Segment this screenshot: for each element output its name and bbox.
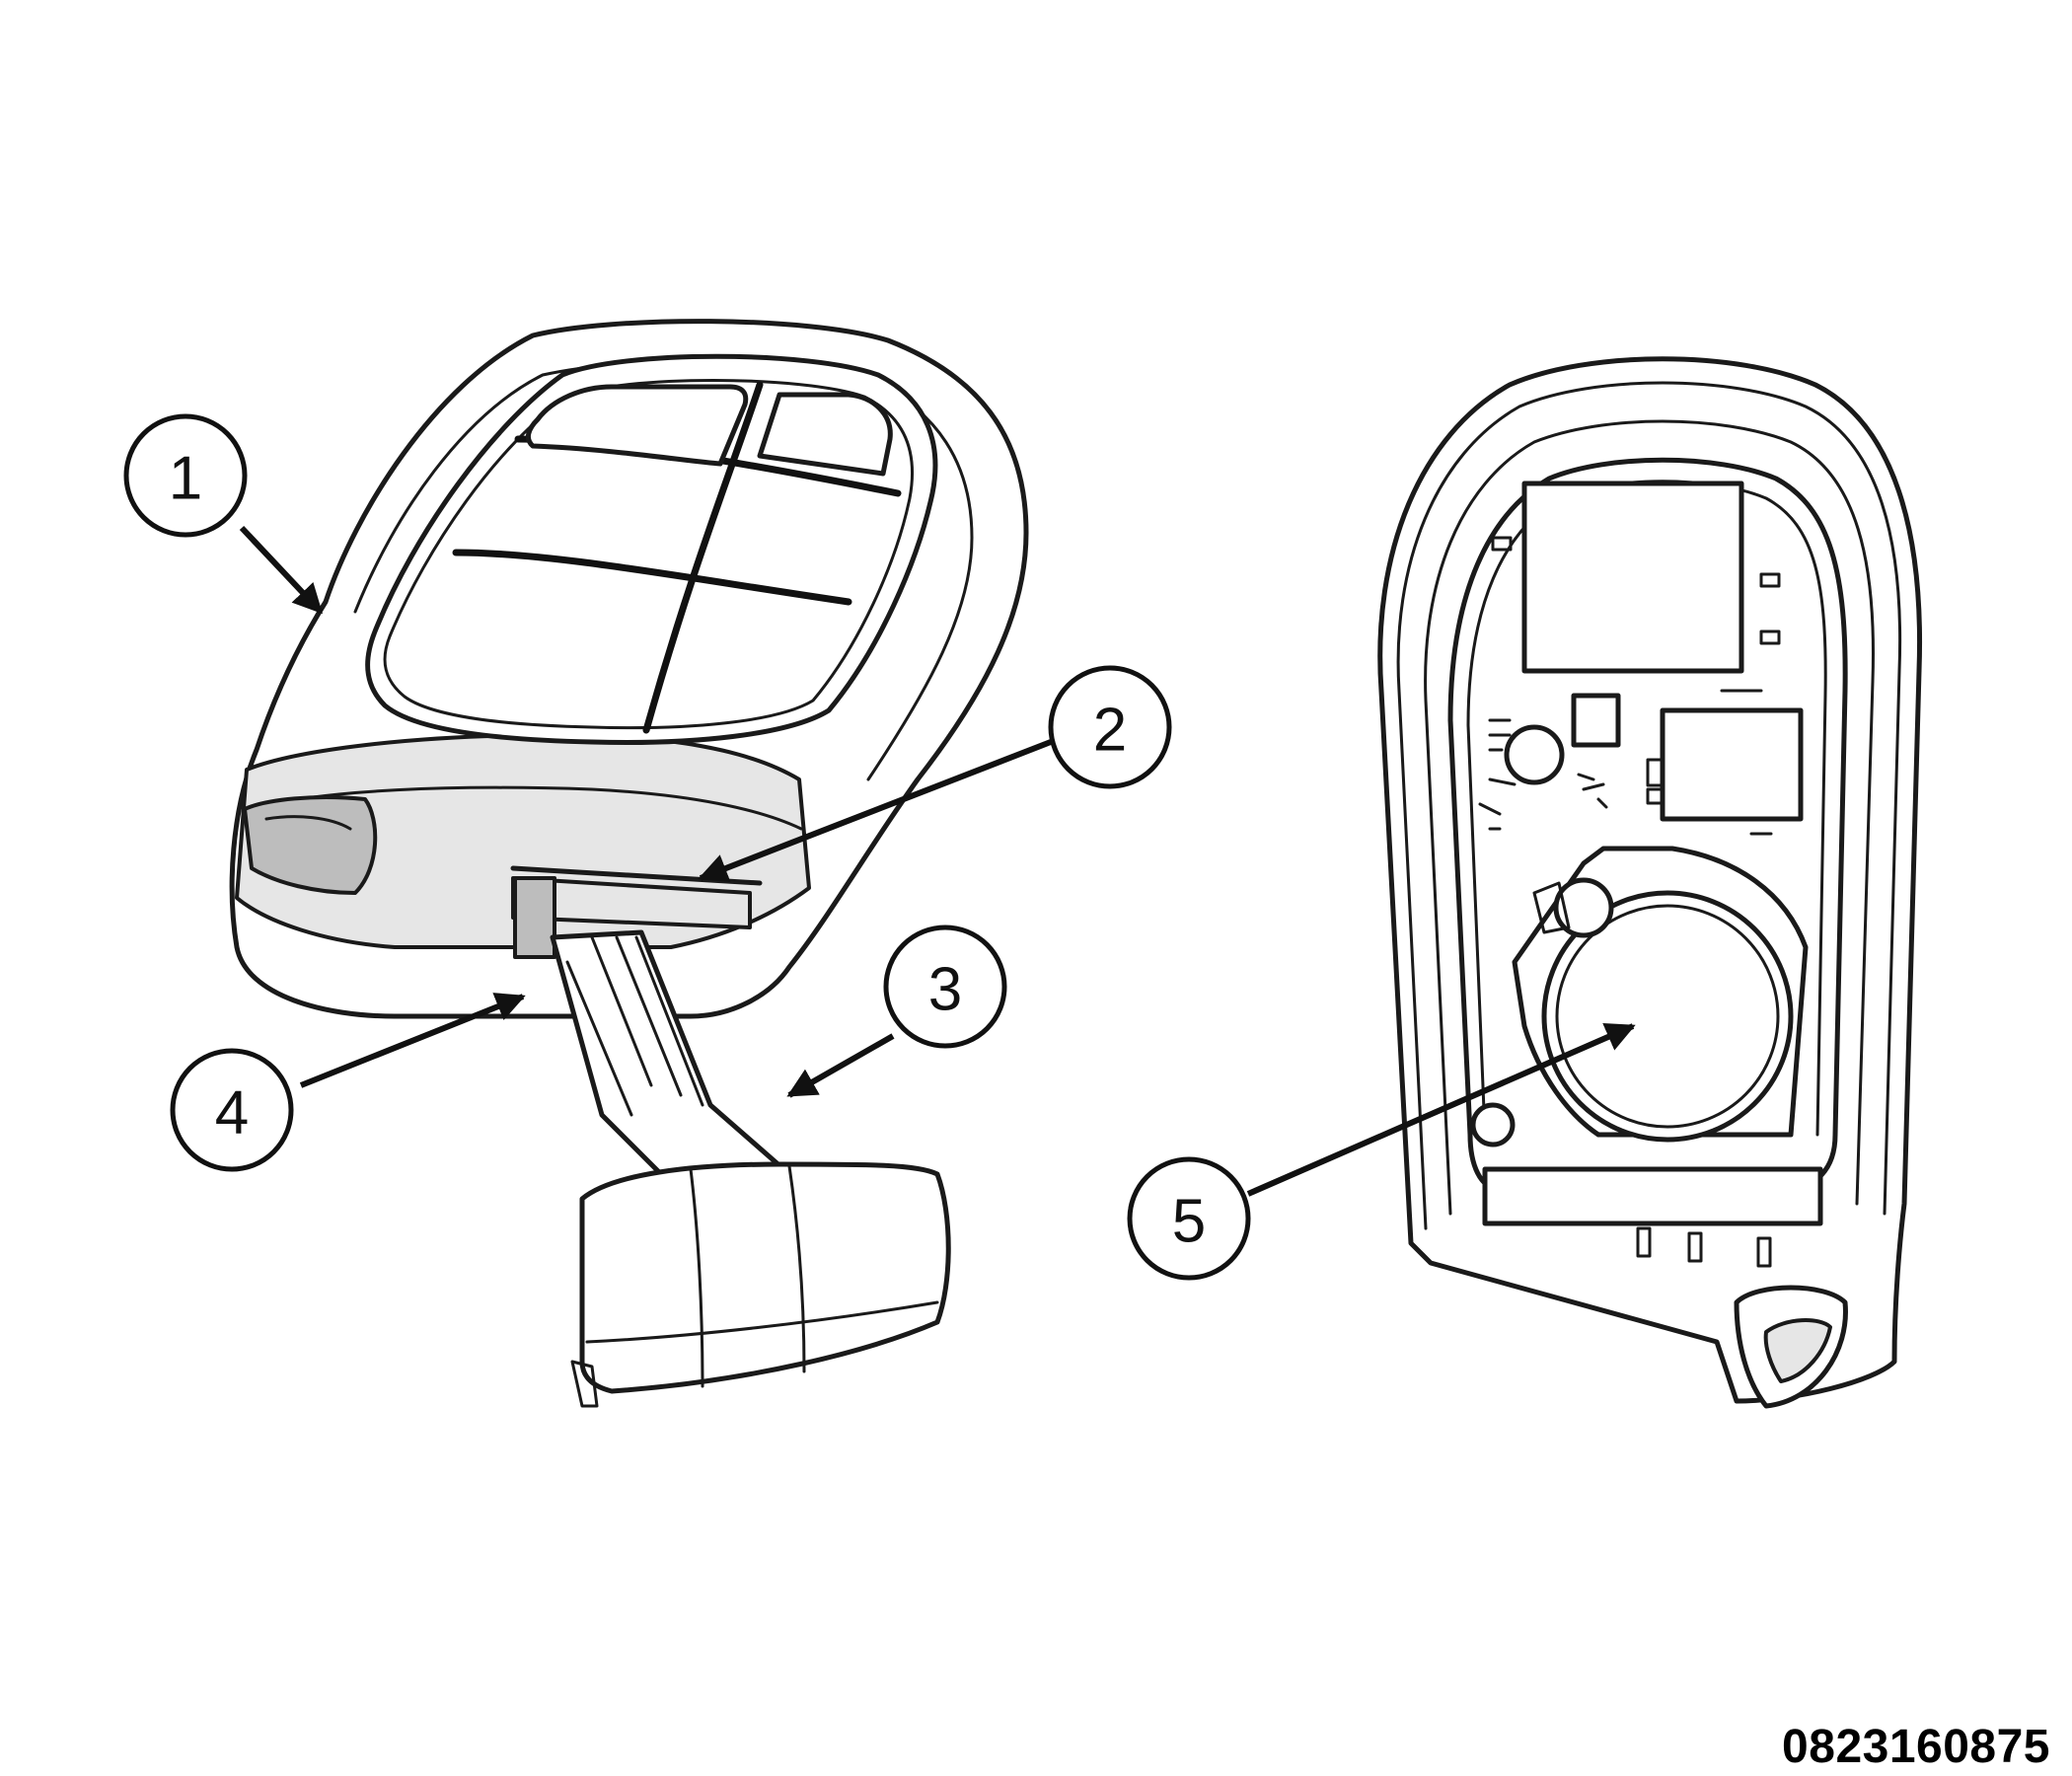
- leader-2: [698, 737, 1058, 883]
- callout-5: 5: [1127, 1156, 1251, 1281]
- key-fob-front-view: [229, 319, 1029, 1408]
- figure-id: 0823160875: [1782, 1721, 2050, 1773]
- callout-1: 1: [123, 413, 248, 538]
- key-fob-rear-open: [1377, 356, 1922, 1409]
- remote-buttons: [452, 381, 902, 734]
- callout-4: 4: [170, 1048, 294, 1172]
- leader-4: [299, 993, 526, 1088]
- leader-1: [239, 525, 324, 615]
- callout-4-label: 4: [215, 1079, 249, 1147]
- coin-cell-battery: [1541, 890, 1794, 1143]
- leader-5: [1246, 1023, 1636, 1197]
- callout-5-label: 5: [1172, 1188, 1206, 1256]
- callout-1-label: 1: [169, 445, 202, 513]
- leader-lines: [239, 525, 1636, 1197]
- callout-3-label: 3: [928, 956, 962, 1024]
- callout-3: 3: [883, 925, 1007, 1049]
- callout-2: 2: [1048, 665, 1172, 789]
- callout-2-label: 2: [1093, 697, 1127, 765]
- leader-3: [786, 1033, 895, 1098]
- emergency-key: [550, 929, 951, 1408]
